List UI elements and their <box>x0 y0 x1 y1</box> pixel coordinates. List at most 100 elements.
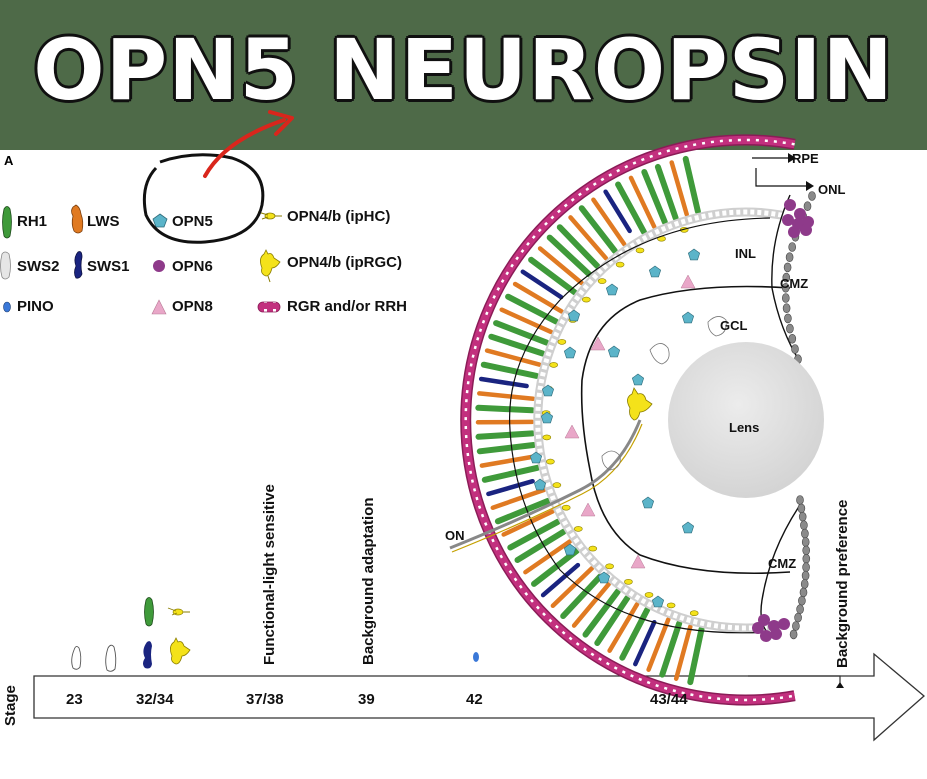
legend-opn4-iphc-icon <box>257 211 282 220</box>
iphc-cell <box>561 504 571 511</box>
opn5-cell <box>607 345 621 358</box>
legend-label-lws: LWS <box>87 213 120 230</box>
photoreceptor <box>560 573 604 619</box>
iphc-cell <box>581 296 591 303</box>
iphc-cell <box>549 362 559 368</box>
photoreceptor <box>507 518 561 551</box>
annotation-circle <box>142 153 265 244</box>
stage-32-sws2-icon <box>105 644 117 672</box>
iphc-cell <box>689 610 699 617</box>
photoreceptor <box>520 269 564 300</box>
photoreceptor <box>628 175 657 229</box>
iphc-cell <box>644 592 654 598</box>
opn6-cell <box>788 226 800 238</box>
photoreceptor <box>669 160 689 217</box>
stage-42-pino-icon <box>473 652 479 662</box>
label-onl: ONL <box>818 182 846 197</box>
cmz-edge-cell <box>796 495 804 505</box>
stage-32-iphc-icon <box>167 607 190 616</box>
photoreceptor <box>486 478 535 497</box>
legend-sws2-icon <box>0 251 11 280</box>
photoreceptor <box>475 430 536 440</box>
legend-label-opn4-iprgc: OPN4/b (ipRGC) <box>287 254 402 271</box>
cmz-edge-cell <box>798 595 806 606</box>
cmz-edge-cell <box>783 262 792 273</box>
iphc-cell <box>557 339 567 345</box>
cmz-edge-cell <box>782 272 791 283</box>
stage-label-39: 39 <box>358 691 375 708</box>
label-rpe: RPE <box>792 151 819 166</box>
cmz-edge-cell <box>781 293 790 303</box>
legend-opn4-iprgc-icon <box>260 249 281 283</box>
photoreceptor <box>501 509 555 537</box>
legend-label-opn6: OPN6 <box>172 258 213 275</box>
ipl-boundary <box>508 217 771 634</box>
photoreceptor <box>537 246 584 286</box>
cmz-edge-cell <box>786 323 794 334</box>
label-cmz-bottom: CMZ <box>768 556 797 571</box>
cmz-edge-cell <box>800 579 809 589</box>
legend-rh1-icon <box>2 206 12 239</box>
milestone-background-adaptation: Background adaptation <box>360 497 377 665</box>
stage-label-42: 42 <box>466 691 483 708</box>
opn5-cell <box>687 248 701 261</box>
legend-label-sws2: SWS2 <box>17 258 60 275</box>
panel-letter: A <box>4 153 14 168</box>
cmz-edge-cell <box>800 520 808 531</box>
optic-nerve <box>449 419 642 550</box>
photoreceptor <box>499 307 554 335</box>
cmz-edge-cell <box>788 333 797 344</box>
stage-label-32-34: 32/34 <box>136 691 174 708</box>
opn5-cell <box>529 451 543 464</box>
photoreceptor <box>531 547 580 587</box>
iphc-cell <box>624 578 633 585</box>
cmz-edge-cell <box>808 191 816 201</box>
photoreceptor <box>646 617 671 672</box>
stage-axis-label: Stage <box>2 685 19 726</box>
photoreceptor <box>633 619 657 667</box>
cmz-edge-cell <box>791 344 799 354</box>
iphc-cell <box>597 278 607 284</box>
cmz-edge-cell <box>801 528 809 539</box>
photoreceptor <box>641 169 668 225</box>
onl-pointer <box>755 168 806 187</box>
legend-label-pino: PINO <box>17 298 54 315</box>
cmz-edge-cell <box>803 201 812 211</box>
cmz-edge-cell <box>802 562 810 573</box>
legend-label-sws1: SWS1 <box>87 258 130 275</box>
photoreceptor <box>480 361 540 379</box>
iprgc-cell <box>627 387 653 421</box>
photoreceptor <box>619 606 651 661</box>
opn5-cell <box>651 595 665 608</box>
cmz-edge-cell <box>798 511 807 522</box>
opn5-cell <box>533 478 547 491</box>
legend-label-opn5: OPN5 <box>172 213 213 230</box>
legend-rgr-icon <box>257 301 281 313</box>
legend-opn5-icon <box>152 213 168 228</box>
milestone-background-preference: Background preference <box>834 499 851 668</box>
annotation-arrow <box>203 110 294 178</box>
photoreceptor <box>682 155 701 215</box>
photoreceptor <box>556 224 601 270</box>
photoreceptor <box>523 539 573 575</box>
inl-boundary <box>580 285 791 575</box>
photoreceptor <box>582 588 621 638</box>
banner-title: OPN5 NEUROPSIN <box>33 21 894 119</box>
legend-label-rgr: RGR and/or RRH <box>287 298 407 315</box>
lens <box>668 342 824 498</box>
photoreceptor <box>479 454 538 468</box>
photoreceptor <box>571 581 611 628</box>
cmz-edge-cell <box>794 612 802 623</box>
photoreceptor <box>550 566 595 609</box>
photoreceptor <box>546 234 593 278</box>
label-inl: INL <box>735 246 756 261</box>
ganglion-cell <box>649 343 670 365</box>
photoreceptor <box>478 376 529 389</box>
cmz-edge-cell <box>802 553 811 564</box>
legend-opn6-icon <box>153 260 165 272</box>
cmz-edge-cell <box>788 242 797 252</box>
iphc-cell <box>573 526 583 532</box>
opn6-cell <box>778 618 790 630</box>
opn8-cell <box>564 424 580 439</box>
